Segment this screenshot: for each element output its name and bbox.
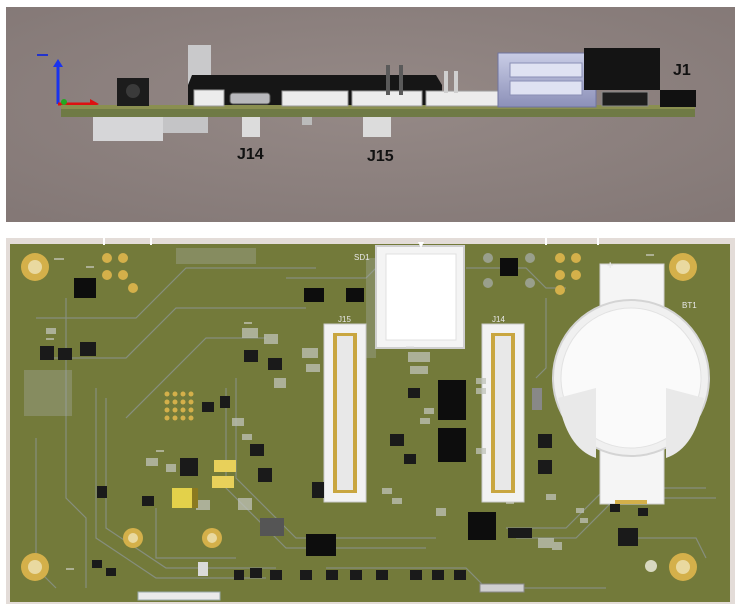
bottom-edge-connectors [137, 562, 525, 601]
label-j15: J15 [367, 148, 394, 165]
ic-regulator [306, 534, 336, 556]
label-j15-top: J15 [338, 315, 351, 324]
side-j1-latch [601, 91, 649, 107]
mounting-holes [21, 253, 697, 581]
ic-left-top [304, 288, 324, 302]
side-pcb-edge [61, 108, 695, 117]
board-side-view: J14 J15 J1 [6, 7, 735, 222]
label-battery-plus: + [607, 260, 613, 272]
ic-small [500, 258, 518, 276]
copper-pours [24, 248, 376, 416]
ic-chips [74, 258, 518, 556]
mounting-hole [21, 253, 49, 281]
side-view-render: J14 J15 J1 [6, 7, 735, 222]
label-j1: J1 [673, 62, 691, 79]
side-bottom-block [93, 117, 163, 141]
tantalum-capacitors [172, 460, 236, 508]
connector-j15 [323, 323, 367, 503]
battery-holder [552, 263, 710, 505]
small-components [40, 342, 648, 580]
ic-memory-2 [438, 428, 466, 462]
top-view-render: SD1 J15 J14 BT1 + [6, 238, 735, 604]
label-j14: J14 [237, 146, 264, 163]
side-pcb-top [61, 105, 695, 109]
axis-triad-icon [37, 54, 99, 109]
mounting-hole [202, 528, 222, 548]
label-sd1: SD1 [354, 253, 370, 262]
silkscreen-marks [46, 254, 654, 570]
mounting-hole [123, 528, 143, 548]
ic-left [74, 278, 96, 298]
board-edge-marks [103, 238, 599, 245]
ic-inductor [260, 518, 284, 536]
ic-right-top [346, 288, 364, 302]
label-j14-top: J14 [492, 315, 505, 324]
side-bottom-block-2 [163, 117, 208, 133]
board-top-view: SD1 J15 J14 BT1 + [6, 238, 735, 604]
side-j15-part [363, 117, 391, 137]
side-usb-connector [497, 52, 597, 108]
side-micro-connector [229, 92, 271, 105]
connector-j14 [481, 323, 525, 503]
ic-memory-1 [438, 380, 466, 420]
side-black-small [660, 90, 696, 107]
ic-qfn [468, 512, 496, 540]
grey-pads [483, 253, 535, 288]
side-j1-connector [584, 48, 660, 90]
mounting-hole [669, 253, 697, 281]
side-pin [386, 65, 390, 95]
side-header-connectors [193, 89, 503, 107]
bga-footprint [164, 391, 194, 421]
label-bt1: BT1 [682, 301, 697, 310]
side-pin [454, 71, 458, 93]
side-j14-part [242, 117, 260, 137]
via-pads [102, 253, 657, 572]
sd-card-holder [375, 242, 465, 349]
side-pin [399, 65, 403, 95]
side-pin [444, 71, 448, 93]
passive-components [46, 328, 588, 550]
mounting-hole [21, 553, 49, 581]
mounting-hole [669, 553, 697, 581]
